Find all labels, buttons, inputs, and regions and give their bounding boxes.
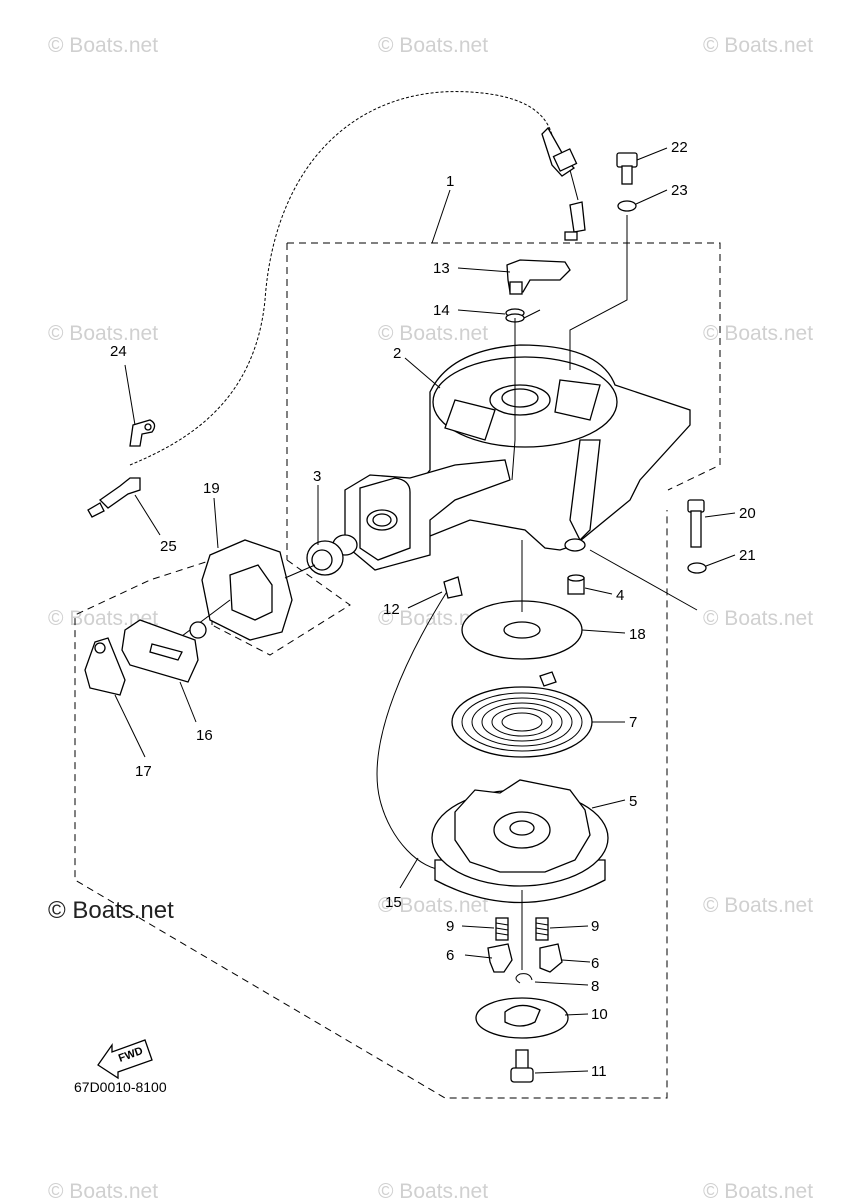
watermark: © Boats.net: [703, 1180, 813, 1200]
bolt-part: [510, 1049, 534, 1083]
spring-part: [495, 917, 549, 941]
watermark: © Boats.net: [48, 34, 158, 57]
callout-22: 22: [671, 139, 688, 156]
callout-6: 6: [591, 955, 599, 972]
callout-9: 9: [591, 918, 599, 935]
cable-assembly: [129, 91, 586, 466]
callout-23: 23: [671, 182, 688, 199]
leader-lines: [114, 147, 736, 1074]
callout-15: 15: [385, 894, 402, 911]
callout-10: 10: [591, 1006, 608, 1023]
callout-21: 21: [739, 547, 756, 564]
handle-grip: [149, 539, 316, 661]
callout-17: 17: [135, 763, 152, 780]
callout-4: 4: [616, 587, 624, 604]
watermark: © Boats.net: [378, 322, 488, 345]
diagram-code: 67D0010-8100: [74, 1079, 167, 1095]
watermark: © Boats.net: [703, 894, 813, 917]
clip-part: [515, 890, 533, 984]
callout-7: 7: [629, 714, 637, 731]
callout-9: 9: [446, 918, 454, 935]
callout-3: 3: [313, 468, 321, 485]
callout-18: 18: [629, 626, 646, 643]
callout-5: 5: [629, 793, 637, 810]
lever-part: [506, 259, 571, 295]
drive-plate: [475, 997, 569, 1039]
callout-25: 25: [160, 538, 177, 555]
callout-11: 11: [591, 1063, 607, 1080]
callout-1: 1: [446, 173, 454, 190]
arm-part: [344, 459, 511, 571]
callout-19: 19: [203, 480, 220, 497]
ratchet-part: [487, 943, 563, 973]
pulley-part: [431, 779, 609, 904]
watermark: © Boats.net: [48, 607, 158, 630]
cable-end-parts: [87, 419, 156, 518]
starter-housing: [394, 344, 691, 552]
rope: [376, 576, 463, 871]
callout-6: 6: [446, 947, 454, 964]
bolt-and-washer: [569, 152, 638, 370]
grommet-part: [306, 534, 358, 576]
callout-24: 24: [110, 343, 127, 360]
watermark: © Boats.net: [703, 322, 813, 345]
watermark: © Boats.net: [703, 607, 813, 630]
callout-12: 12: [383, 601, 400, 618]
callout-labels: 1 2 3 4 5 6 6 7 8 9 9 10 11 12 13 14 15 …: [110, 139, 756, 1080]
fwd-arrow: FWD: [97, 1039, 153, 1080]
watermark: © Boats.net: [378, 34, 488, 57]
spiral-spring: [451, 671, 593, 758]
spring-part: [505, 308, 541, 323]
callout-20: 20: [739, 505, 756, 522]
plate-part: [461, 540, 583, 660]
collar-part: [567, 574, 585, 595]
watermark: © Boats.net: [48, 1180, 158, 1200]
assembly-outline: [74, 242, 721, 1099]
handle-part: [121, 619, 207, 683]
watermark: © Boats.net: [378, 1180, 488, 1200]
callout-2: 2: [393, 345, 401, 362]
callout-13: 13: [433, 260, 450, 277]
callout-16: 16: [196, 727, 213, 744]
watermark: © Boats.net: [378, 894, 488, 917]
watermark: © Boats.net: [703, 34, 813, 57]
watermark-layer: © Boats.net © Boats.net © Boats.net © Bo…: [48, 34, 813, 1200]
callout-8: 8: [591, 978, 599, 995]
clip-part: [84, 637, 126, 696]
bolt-and-washer: [589, 499, 707, 611]
callout-14: 14: [433, 302, 450, 319]
watermark: © Boats.net: [48, 322, 158, 345]
watermark: © Boats.net: [378, 607, 488, 630]
